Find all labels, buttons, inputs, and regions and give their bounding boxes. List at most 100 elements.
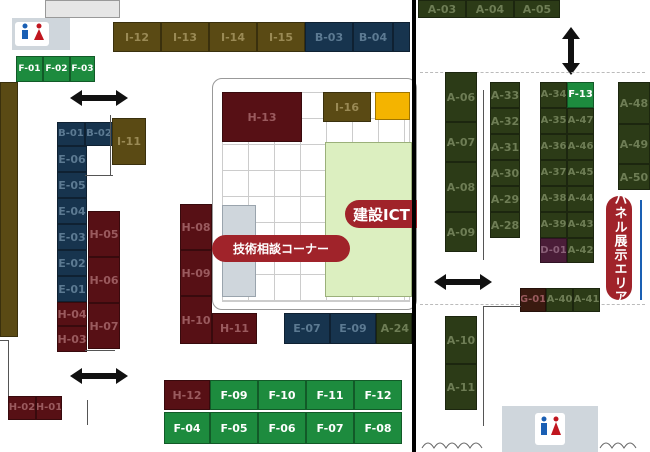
booth-b-02[interactable]: B-02 [85,122,113,146]
booth-a-39[interactable]: A-39 [540,212,567,238]
booth-a-24[interactable]: A-24 [376,313,412,344]
booth-h-06[interactable]: H-06 [88,257,120,303]
booth-a-49[interactable]: A-49 [618,124,650,164]
booth-a-29[interactable]: A-29 [490,186,520,212]
booth-h-01[interactable]: H-01 [36,396,62,420]
restroom-icon [535,413,565,445]
aisle-dash [420,72,645,73]
booth-a-36[interactable]: A-36 [540,134,567,160]
booth-h-05[interactable]: H-05 [88,211,120,257]
booth-e-06[interactable]: E-06 [57,146,87,172]
booth-a-33[interactable]: A-33 [490,82,520,108]
hall-divider [412,0,416,452]
restroom-sign-bottom-right [502,406,598,452]
booth-a-08[interactable]: A-08 [445,162,477,212]
booth-f-03[interactable]: F-03 [70,56,95,82]
booth-b-04[interactable]: B-04 [353,22,393,52]
booth-d-01[interactable]: D-01 [540,238,567,263]
booth-h-13[interactable]: H-13 [222,92,302,142]
booth-i-12[interactable]: I-12 [113,22,161,52]
double-arrow-vertical-icon [562,27,580,75]
booth-e-04[interactable]: E-04 [57,198,87,224]
booth-a-38[interactable]: A-38 [540,186,567,212]
booth-e-07[interactable]: E-07 [284,313,330,344]
booth-a-48[interactable]: A-48 [618,82,650,124]
booth-e-09[interactable]: E-09 [330,313,376,344]
booth-f-04[interactable]: F-04 [164,412,210,444]
booth-h-08[interactable]: H-08 [180,204,212,250]
booth-h-07[interactable]: H-07 [88,303,120,349]
booth-f-01[interactable]: F-01 [16,56,43,82]
booth-h-10[interactable]: H-10 [180,296,212,344]
booth-a-05[interactable]: A-05 [514,0,560,18]
booth-e-01[interactable]: E-01 [57,276,87,302]
wall-top-left [45,0,120,18]
booth-f-10[interactable]: F-10 [258,380,306,410]
booth-a-47[interactable]: A-47 [567,108,594,134]
booth-a-04[interactable]: A-04 [466,0,514,18]
booth-a-43[interactable]: A-43 [567,212,594,238]
booth-a-06[interactable]: A-06 [445,72,477,122]
booth-a-35[interactable]: A-35 [540,108,567,134]
booth-a-37[interactable]: A-37 [540,160,567,186]
booth-i-13[interactable]: I-13 [161,22,209,52]
booth-f-06[interactable]: F-06 [258,412,306,444]
booth-a-44[interactable]: A-44 [567,186,594,212]
booth-a-07[interactable]: A-07 [445,122,477,162]
booth-f-13[interactable]: F-13 [567,82,594,108]
panel-area-border [640,200,642,300]
booth-a-11[interactable]: A-11 [445,364,477,410]
booth-b-01[interactable]: B-01 [57,122,85,146]
restroom-icon [15,22,49,46]
booth-a-28[interactable]: A-28 [490,212,520,238]
booth-a-46[interactable]: A-46 [567,134,594,160]
booth-i-11[interactable]: I-11 [112,118,146,165]
booth-f-07[interactable]: F-07 [306,412,354,444]
guide-line [110,115,111,175]
booth-f-11[interactable]: F-11 [306,380,354,410]
booth-h-11[interactable]: H-11 [212,313,257,344]
booth-a-31[interactable]: A-31 [490,134,520,160]
booth-h-03[interactable]: H-03 [57,326,87,352]
booth-i-15[interactable]: I-15 [257,22,305,52]
booth-f-05[interactable]: F-05 [210,412,258,444]
booth-a-34[interactable]: A-34 [540,82,567,108]
booth-h-04[interactable]: H-04 [57,302,87,326]
booth-a-42[interactable]: A-42 [567,238,594,263]
booth-left-column[interactable] [0,82,18,337]
booth-f-08[interactable]: F-08 [354,412,402,444]
booth-a-09[interactable]: A-09 [445,212,477,252]
booth-a-50[interactable]: A-50 [618,164,650,190]
booth-b-05-partial[interactable] [393,22,410,52]
booth-e-03[interactable]: E-03 [57,224,87,250]
booth-a-41[interactable]: A-41 [573,288,600,312]
booth-e-05[interactable]: E-05 [57,172,87,198]
booth-h-12[interactable]: H-12 [164,380,210,410]
booth-f-12[interactable]: F-12 [354,380,402,410]
guide-line [483,90,484,260]
booth-b-03[interactable]: B-03 [305,22,353,52]
booth-a-40[interactable]: A-40 [546,288,573,312]
booth-i-14[interactable]: I-14 [209,22,257,52]
booth-gold[interactable] [375,92,410,120]
guide-line [483,306,484,426]
guide-line [85,175,113,176]
panel-display-area-label: パネル展示エリア [606,192,632,304]
guide-line [483,306,521,307]
booth-a-10[interactable]: A-10 [445,316,477,364]
booth-i-16[interactable]: I-16 [323,92,371,122]
double-arrow-horizontal-icon [434,274,492,290]
booth-g-01[interactable]: G-01 [520,288,546,312]
booth-h-02[interactable]: H-02 [8,396,36,420]
booth-a-32[interactable]: A-32 [490,108,520,134]
plants-decoration-icon [421,442,483,449]
booth-a-03[interactable]: A-03 [418,0,466,18]
booth-h-09[interactable]: H-09 [180,250,212,296]
ict-label: 建設ICT [345,200,417,228]
double-arrow-horizontal-icon [70,90,128,106]
booth-a-30[interactable]: A-30 [490,160,520,186]
booth-f-02[interactable]: F-02 [43,56,70,82]
booth-a-45[interactable]: A-45 [567,160,594,186]
booth-e-02[interactable]: E-02 [57,250,87,276]
booth-f-09[interactable]: F-09 [210,380,258,410]
